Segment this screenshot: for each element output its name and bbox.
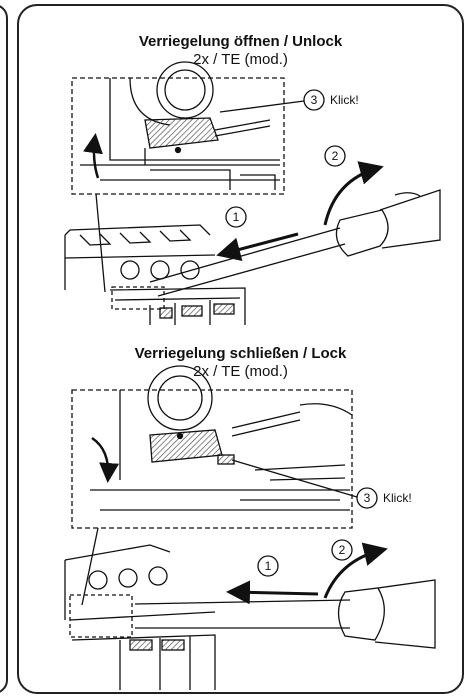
unlock-callout-2: 2	[332, 149, 339, 163]
lock-callout-3-circle	[356, 487, 378, 509]
unlock-illustration	[64, 61, 441, 325]
unlock-subtitle: 2x / TE (mod.)	[193, 51, 288, 68]
instruction-panel-frame	[17, 4, 464, 694]
unlock-callout-3: 3	[311, 93, 318, 107]
lock-callout-2: 2	[339, 543, 346, 557]
unlock-push-arrow	[216, 232, 299, 262]
lock-callout-2-circle	[331, 539, 353, 561]
unlock-latch	[144, 117, 219, 149]
lock-callout-1-circle	[257, 555, 279, 577]
unlock-klick-label: Klick!	[330, 93, 359, 107]
lock-klick-label: Klick!	[383, 491, 412, 505]
lock-latch	[149, 429, 223, 463]
lock-push-arrow	[226, 580, 319, 605]
unlock-title: Verriegelung öffnen / Unlock	[138, 33, 343, 50]
unlock-lever-arrow	[83, 133, 103, 179]
unlock-callout-2-circle	[324, 145, 346, 167]
lock-title: Verriegelung schließen / Lock	[134, 345, 347, 362]
lock-callout-1: 1	[265, 559, 272, 573]
lock-lever-arrow	[91, 436, 120, 483]
lock-subtitle: 2x / TE (mod.)	[193, 363, 288, 380]
unlock-callout-1-circle	[225, 206, 247, 228]
lock-rotate-arrow	[323, 542, 388, 599]
unlock-callout-1: 1	[233, 210, 240, 224]
lock-detail-box	[71, 389, 353, 529]
lock-illustration	[64, 365, 436, 690]
lock-callout-3: 3	[364, 491, 371, 505]
unlock-rotate-arrow	[323, 161, 384, 226]
unlock-callout-3-circle	[303, 89, 325, 111]
unlock-detail-box	[71, 77, 285, 195]
